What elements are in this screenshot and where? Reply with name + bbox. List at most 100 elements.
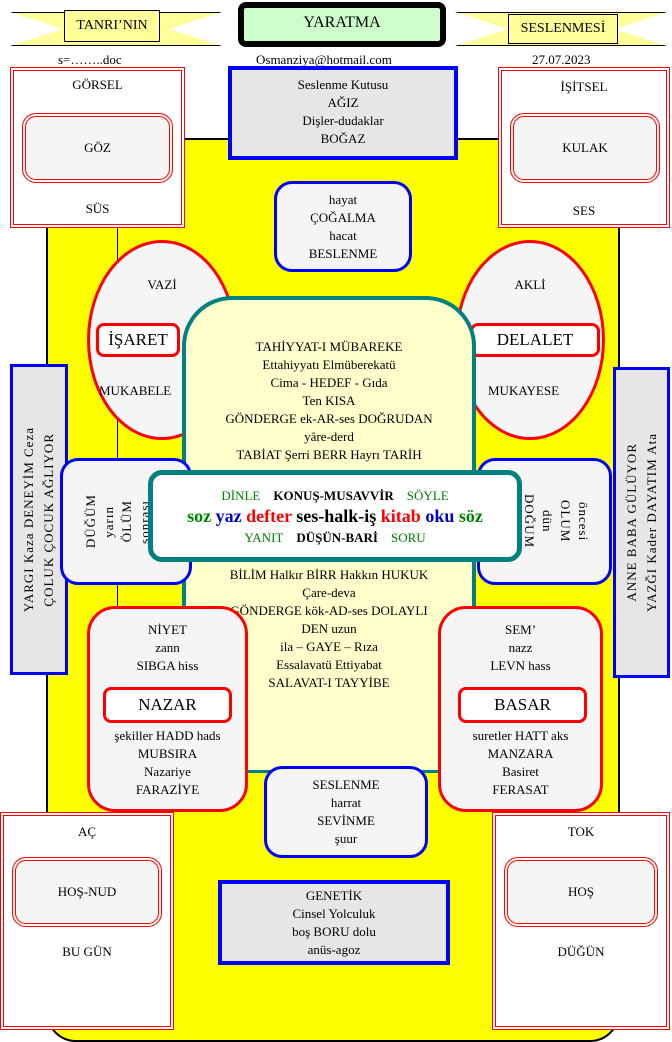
core-word: soz [187, 505, 212, 526]
line: Essalavatü Ettiyabat [276, 657, 382, 672]
line: NİYET [148, 622, 187, 637]
line: SALAVAT-I TAYYİBE [268, 675, 390, 690]
core-word: DÜŞÜN-BARİ [296, 529, 378, 545]
core-row-2: soz yaz defter ses-halk-iş kitab oku söz [187, 506, 483, 527]
line: Cima - HEDEF - Gıda [270, 375, 388, 390]
core-word: YANIT [244, 529, 284, 545]
gorsel-bottom: SÜS [85, 201, 110, 216]
line: nazz [508, 640, 533, 655]
line: zann [155, 640, 180, 655]
line: Cinsel Yolculuk [292, 905, 376, 921]
line: SEM’ [504, 622, 537, 637]
core-word: oku [425, 505, 455, 526]
line: LEVN hass [490, 658, 551, 673]
line: Basiret [502, 764, 539, 779]
line: BESLENME [308, 245, 378, 261]
left-banner-label: TANRI’NIN [64, 10, 160, 42]
isaret-label: İŞARET [96, 323, 180, 357]
isitsel-top: İŞİTSEL [560, 79, 608, 94]
line: anüs-agoz [307, 941, 361, 957]
line: Dişler-dudaklar [302, 113, 384, 128]
line: Ettahiyyatı Elmüberekatü [262, 357, 396, 372]
line: SEVİNME [317, 813, 375, 828]
line: yâre-derd [304, 429, 354, 444]
title-box: YARATMA [238, 2, 446, 47]
right-side-panel: YAZĞI Kader DAYATIM Ata ANNE BABA GÜLÜYO… [613, 367, 670, 678]
line: DEN uzun [301, 621, 357, 636]
line: BİLİM Halkır BİRR Hakkın HUKUK [229, 567, 429, 582]
file-name: s=……..doc [58, 52, 122, 67]
line: ÇOĞALMA [310, 209, 376, 225]
goz-box: GÖZ [22, 113, 173, 183]
line: MUBSIRA [137, 746, 198, 761]
hos-nud-box: HOŞ-NUD [12, 857, 162, 927]
line: şekiller HADD hads [114, 728, 221, 743]
core-row-1: DİNLE KONUŞ-MUSAVVİR SÖYLE [221, 485, 448, 506]
line: şuur [334, 831, 358, 846]
line: BOĞAZ [320, 131, 366, 146]
line: GENETİK [305, 887, 363, 903]
right-banner-label: SESLENMESİ [508, 14, 618, 44]
line: boş BORU dolu [292, 923, 376, 939]
akli-ellipse: AKLİ DELALET MUKAYESE [455, 240, 605, 440]
right-side-line: YAZĞI Kader DAYATIM Ata [643, 433, 659, 612]
core-row-3: YANIT DÜŞÜN-BARİ SORU [244, 527, 425, 548]
line: Ten KISA [302, 393, 356, 408]
core-word: yaz [215, 505, 242, 526]
line: ÖLÜM [119, 500, 134, 543]
akli-top: AKLİ [514, 277, 546, 292]
line: suretler HATT aks [472, 728, 569, 743]
right-side-line: ANNE BABA GÜLÜYOR [623, 443, 639, 602]
ac-bottom: BU GÜN [62, 944, 112, 959]
core-word: SÖYLE [406, 487, 449, 503]
core-word: SORU [390, 529, 426, 545]
genetik-box: GENETİK Cinsel Yolculuk boş BORU dolu anüs-… [218, 880, 450, 965]
core-word: kitab [380, 505, 421, 526]
hos-box: HOŞ [504, 857, 658, 927]
line: TAHİYYAT-I MÜBAREKE [255, 339, 403, 354]
line: TABİAT Şerri BERR Hayrı TARİH [236, 447, 422, 462]
core-box: DİNLE KONUŞ-MUSAVVİR SÖYLE soz yaz defte… [148, 470, 522, 562]
line: yarın [101, 505, 116, 538]
tok-bottom: DÜĞÜN [557, 944, 605, 959]
line: ila – GAYE – Rıza [280, 639, 378, 654]
line: hayat [328, 191, 358, 207]
isitsel-box: İŞİTSEL KULAK SES [498, 67, 670, 228]
core-word: defter [246, 505, 292, 526]
line: SESLENME [312, 777, 380, 792]
line: Nazariye [144, 764, 191, 779]
basar-label: BASAR [458, 687, 587, 723]
line: SIBGA hiss [136, 658, 199, 673]
tok-box: TOK HOŞ DÜĞÜN [492, 812, 670, 1030]
delalet-label: DELALET [470, 323, 600, 357]
line: AĞIZ [327, 95, 359, 110]
line: OLUM [558, 500, 573, 543]
ac-top: AÇ [77, 824, 97, 839]
akli-bottom: MUKAYESE [488, 383, 560, 398]
core-word: söz [458, 505, 483, 526]
gorsel-top: GÖRSEL [72, 77, 123, 92]
line: GÖNDERGE kök-AD-ses DOLAYLI [230, 603, 428, 618]
nazar-label: NAZAR [103, 687, 232, 723]
line: dün [540, 510, 555, 533]
tok-top: TOK [567, 824, 595, 839]
core-word: DİNLE [221, 487, 261, 503]
kulak-box: KULAK [510, 113, 660, 183]
email: Osmanziya@hotmail.com [256, 52, 392, 67]
left-side-line: ÇOLUK ÇOCUK AĞLIYOR [41, 432, 56, 607]
line: FERASAT [492, 782, 549, 797]
left-side-line: YARGI Kaza DENEYİM Ceza [21, 426, 36, 613]
vazi-top: VAZİ [147, 277, 177, 292]
line: GÖNDERGE ek-AR-ses DOĞRUDAN [225, 411, 433, 426]
line: öncesi [576, 501, 591, 542]
line: Çare-deva [302, 585, 356, 600]
line: DÜĞÜM [83, 494, 98, 549]
